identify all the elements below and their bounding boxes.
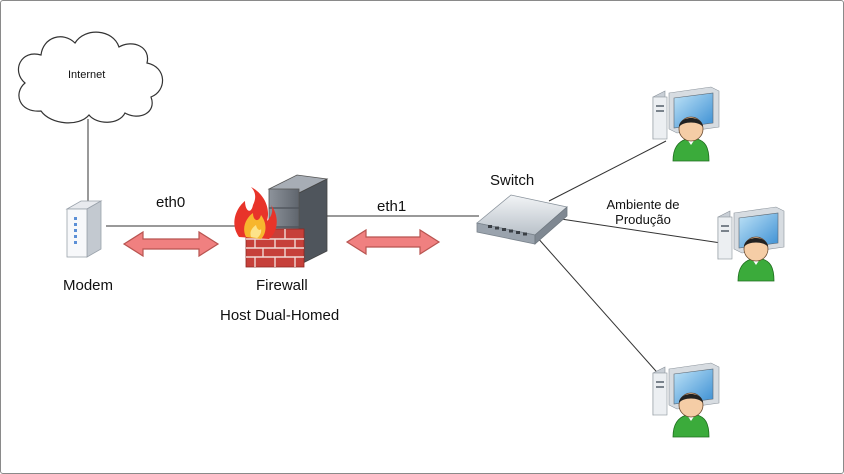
host-dual-homed-label: Host Dual-Homed	[220, 307, 340, 324]
switch-pc2-link	[560, 218, 722, 244]
firewall-label: Firewall	[256, 277, 308, 294]
switch-icon	[476, 194, 568, 245]
switch-pc3-link	[535, 235, 664, 380]
firewall-icon	[234, 174, 329, 268]
production-environment-label: Ambiente de Produção	[597, 197, 689, 227]
eth1-label: eth1	[377, 198, 407, 215]
switch-label: Switch	[490, 172, 535, 189]
eth1-double-arrow	[345, 228, 441, 256]
workstation-user-icon-3	[652, 362, 720, 438]
production-label-line2: Produção	[615, 212, 671, 227]
modem-label: Modem	[63, 277, 114, 294]
workstation-user-icon-2	[717, 206, 785, 282]
eth0-double-arrow	[122, 230, 220, 258]
connection-lines	[87, 119, 722, 380]
internet-label: Internet	[68, 69, 106, 81]
eth0-label: eth0	[156, 194, 186, 211]
modem-icon	[65, 200, 103, 258]
switch-pc1-link	[548, 140, 667, 202]
production-label-line1: Ambiente de	[606, 197, 680, 212]
workstation-user-icon-1	[652, 86, 720, 162]
internet-cloud-icon	[18, 31, 164, 124]
